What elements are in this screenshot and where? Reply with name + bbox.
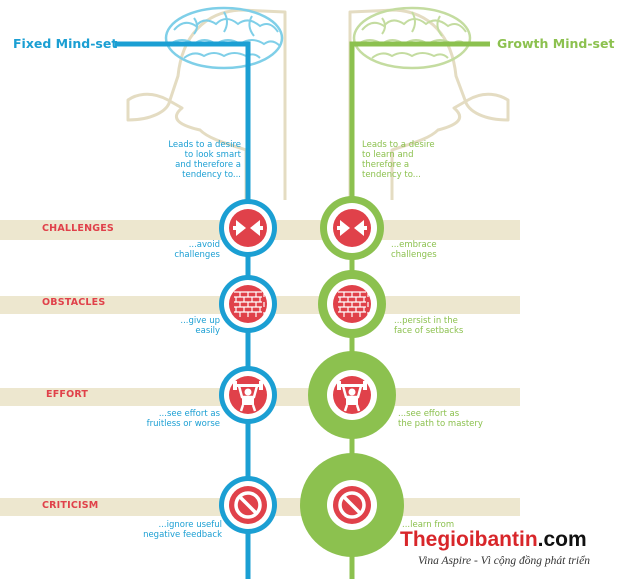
growth-response-criticism: ...learn from [402,520,455,530]
fixed-mindset-title: Fixed Mind-set [13,36,118,51]
fixed-arrows-icon [229,209,267,247]
fixed-head-outline [126,8,287,200]
watermark: Thegioibantin.com Vina Aspire - Vì cộng … [400,528,590,567]
growth-arrows-icon [333,209,371,247]
watermark-brand: Thegioibantin.com [400,528,587,551]
watermark-tagline: Vina Aspire - Vì cộng đồng phát triển [418,555,590,567]
row-label-obstacles: OBSTACLES [42,297,106,308]
row-label-criticism: CRITICISM [42,500,99,511]
row-label-challenges: CHALLENGES [42,223,114,234]
growth-no-entry-icon [333,486,371,524]
growth-brain-icon [352,6,472,70]
fixed-weightlifter-icon [229,376,267,414]
fixed-brick-wall-icon [229,285,267,323]
growth-weightlifter-icon [333,376,371,414]
growth-mindset-title: Growth Mind-set [497,36,615,51]
growth-head-outline [348,8,510,200]
fixed-no-entry-icon [229,486,267,524]
row-label-effort: EFFORT [46,389,89,400]
fixed-brain-icon [164,6,284,70]
growth-brick-wall-icon [333,285,371,323]
